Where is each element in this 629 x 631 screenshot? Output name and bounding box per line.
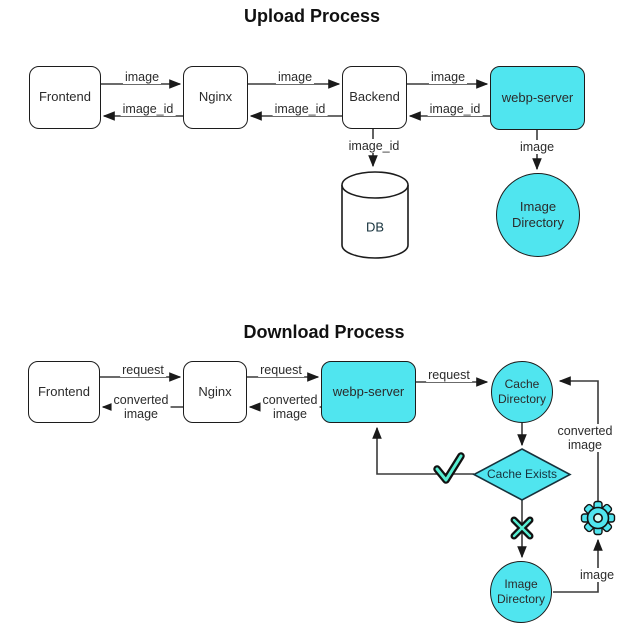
edge-label-request-1: request <box>120 363 166 377</box>
edge-label-image-2: image <box>275 70 315 84</box>
edge-label-image-1: image <box>122 70 162 84</box>
edge-label-image-id-1: image_id <box>120 102 176 116</box>
node-download-frontend: Frontend <box>28 361 100 423</box>
download-process-title: Download Process <box>243 322 405 342</box>
x-icon <box>510 516 534 540</box>
cache-exists-label: Cache Exists <box>486 467 558 481</box>
edge-label-image-bottom: image <box>577 568 617 582</box>
edge-label-image-id-2: image_id <box>272 102 328 116</box>
edge-label-image-id-db: image_id <box>346 139 402 153</box>
node-cache-directory: Cache Directory <box>491 361 553 423</box>
edge-gear-to-cachedir <box>558 376 599 501</box>
edge-label-converted-image-1: converted image <box>111 393 171 421</box>
node-upload-nginx: Nginx <box>183 66 248 129</box>
upload-process-title: Upload Process <box>243 6 381 26</box>
edge-imagedir-to-gear <box>553 538 603 593</box>
check-icon <box>433 452 465 484</box>
edge-label-image-id-3: image_id <box>427 102 483 116</box>
edge-label-request-3: request <box>426 368 472 382</box>
node-download-webp-server: webp-server <box>321 361 416 423</box>
node-upload-webp-server: webp-server <box>490 66 585 130</box>
cache-exists-diamond <box>472 448 572 501</box>
edge-label-image-dir: image <box>517 140 557 154</box>
node-upload-image-directory: Image Directory <box>496 173 580 257</box>
edge-label-converted-image-2: converted image <box>260 393 320 421</box>
edge-label-request-2: request <box>258 363 304 377</box>
node-upload-frontend: Frontend <box>29 66 101 129</box>
node-upload-backend: Backend <box>342 66 407 129</box>
edge-diamond-to-webp <box>372 426 474 475</box>
db-label: DB <box>365 219 385 235</box>
node-download-nginx: Nginx <box>183 361 247 423</box>
db-cylinder-shape <box>341 171 409 259</box>
upload-edges <box>101 79 542 171</box>
node-download-image-directory: Image Directory <box>490 561 552 623</box>
gear-icon <box>580 500 616 536</box>
edge-label-converted-image-3: converted image <box>555 424 615 452</box>
edge-label-image-3: image <box>428 70 468 84</box>
